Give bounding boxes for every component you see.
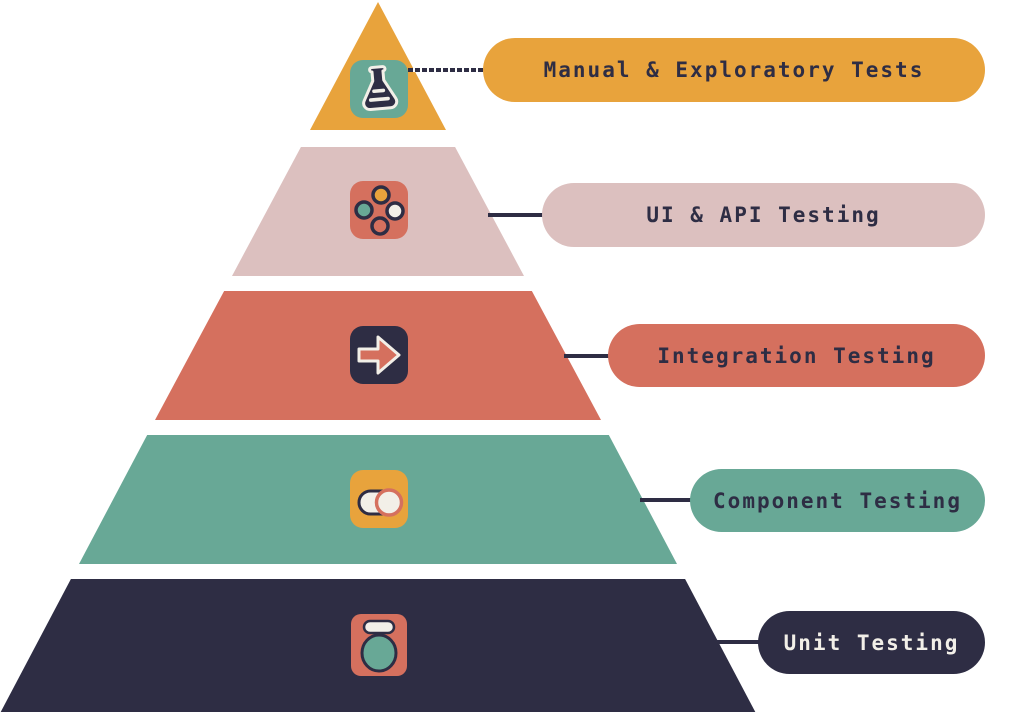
flask-icon [350,60,408,118]
connector-line-unit [716,640,764,644]
label-text-integration: Integration Testing [657,343,936,368]
dots-cluster-icon [350,181,408,239]
label-pill-ui-api: UI & API Testing [542,183,985,247]
label-text-unit: Unit Testing [783,630,960,655]
arrow-right-icon-glyph [357,335,401,375]
label-pill-integration: Integration Testing [608,324,985,387]
label-pill-component: Component Testing [690,469,985,532]
label-text-ui-api: UI & API Testing [646,203,881,227]
toggle-switch-icon-glyph [357,488,404,517]
label-text-manual-exploratory: Manual & Exploratory Tests [543,58,925,82]
connector-line-integration [564,354,614,358]
dots-cluster-icon-glyph [354,185,405,236]
arrow-right-icon [350,326,408,384]
connector-line-component [640,498,696,502]
connector-line-ui-api [488,213,548,217]
label-text-component: Component Testing [713,488,962,513]
connector-line-manual-exploratory [408,68,486,72]
push-button-icon [351,614,407,676]
label-pill-unit: Unit Testing [758,611,985,674]
label-pill-manual-exploratory: Manual & Exploratory Tests [483,38,985,102]
flask-icon-glyph [362,65,399,111]
toggle-switch-icon [350,470,408,528]
push-button-icon-glyph [360,619,398,673]
